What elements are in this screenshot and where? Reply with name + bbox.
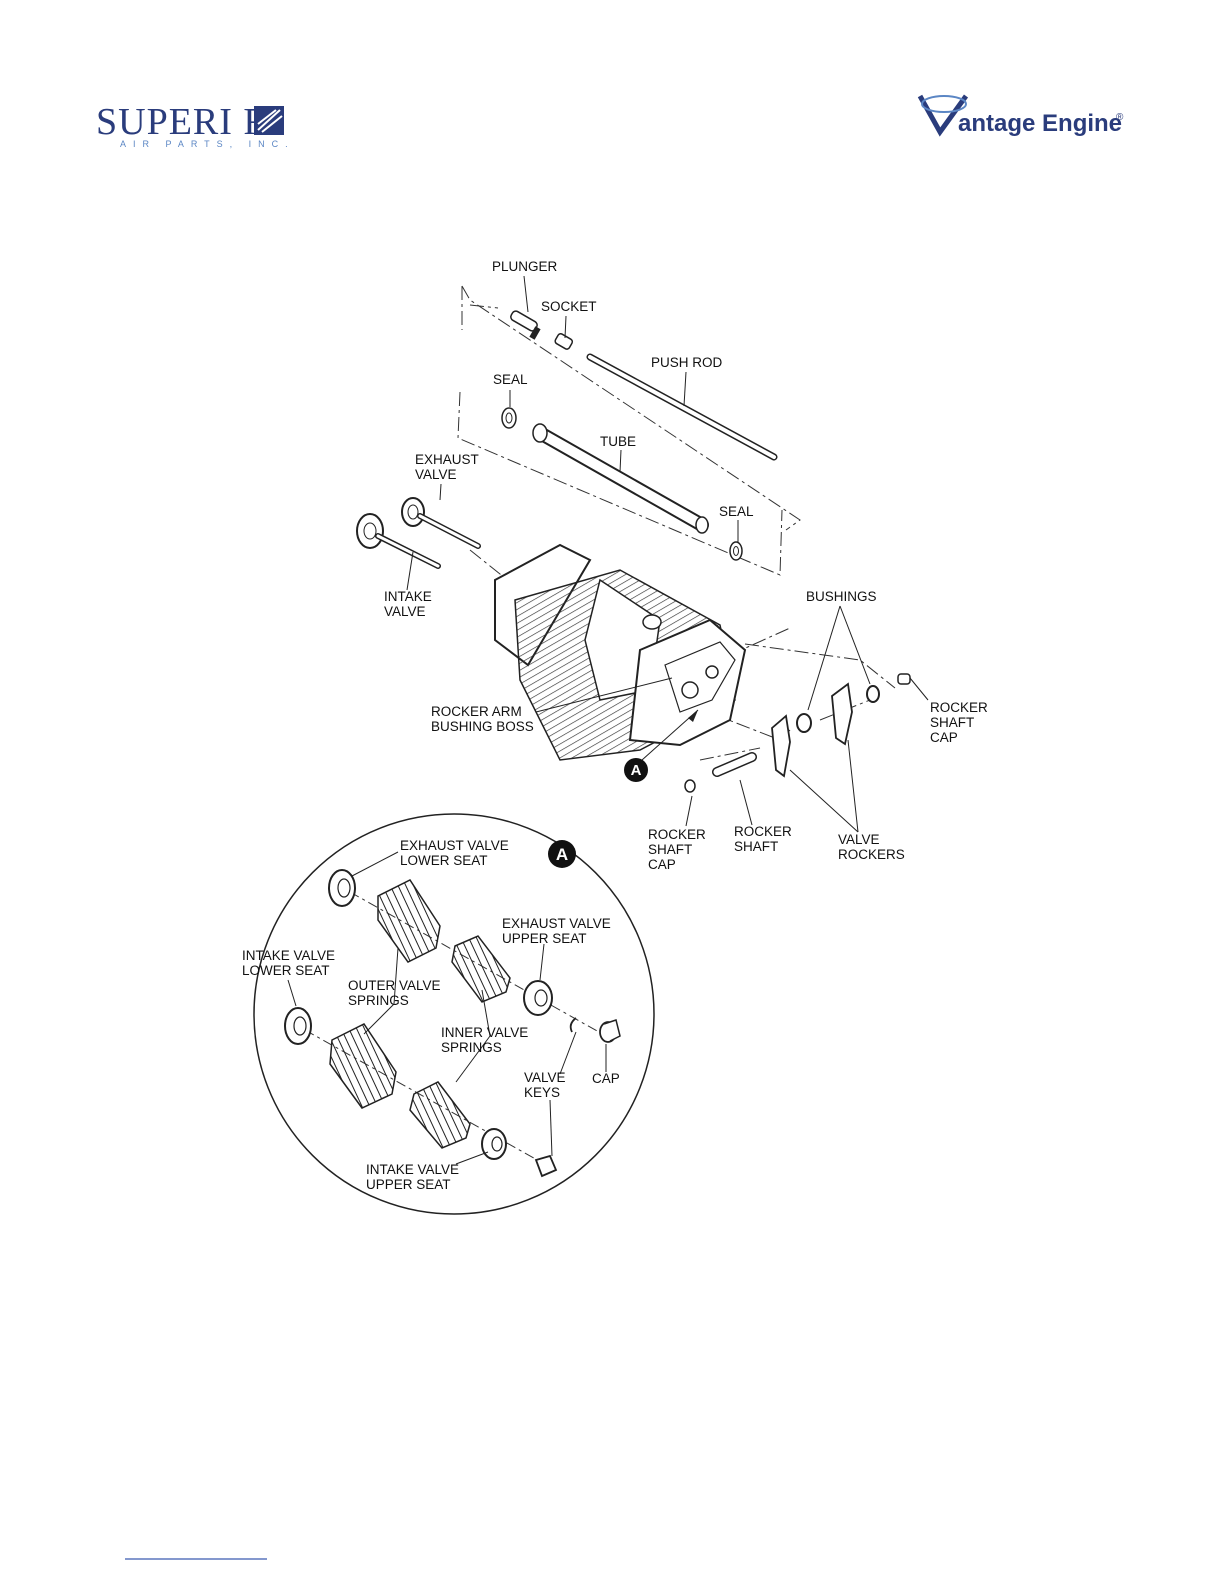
exhaust-valve-upper-seat-part (523, 980, 553, 1016)
label-rocker-shaft-cap-right-3: CAP (930, 730, 958, 745)
superior-logo-o-icon (254, 106, 284, 135)
label-seal-top: SEAL (493, 372, 528, 387)
label-push-rod: PUSH ROD (651, 355, 723, 370)
label-valve-rockers-1: VALVE (838, 832, 880, 847)
plunger-part (510, 310, 541, 340)
rocker-shaft-cap-right-part (897, 673, 911, 685)
outer-valve-spring-exhaust-part (377, 879, 441, 963)
push-rod-part (586, 353, 778, 461)
valve-rocker-left-part (771, 714, 791, 778)
label-socket: SOCKET (541, 299, 597, 314)
vantage-logo: antage Engine ® (917, 94, 1124, 137)
cylinder-assembly (494, 543, 747, 761)
intake-valve-part (356, 513, 441, 569)
label-intake-lower-seat-1: INTAKE VALVE (242, 948, 335, 963)
exhaust-valve-part (401, 497, 481, 549)
label-rocker-shaft-1: ROCKER (734, 824, 792, 839)
cap-part (599, 1019, 621, 1043)
label-intake-upper-seat-1: INTAKE VALVE (366, 1162, 459, 1177)
label-rocker-shaft-cap-right-1: ROCKER (930, 700, 988, 715)
label-seal-right: SEAL (719, 504, 754, 519)
label-exhaust-lower-seat-2: LOWER SEAT (400, 853, 488, 868)
label-exhaust-upper-seat-2: UPPER SEAT (502, 931, 587, 946)
label-plunger: PLUNGER (492, 259, 558, 274)
bushing-right-part (866, 685, 880, 703)
inner-valve-spring-exhaust-part (451, 935, 511, 1003)
label-cap: CAP (592, 1071, 620, 1086)
label-rocker-arm-2: BUSHING BOSS (431, 719, 534, 734)
label-rocker-shaft-2: SHAFT (734, 839, 778, 854)
tube-part (532, 423, 709, 534)
detail-a-view: A (242, 813, 655, 1215)
seal-right-part (729, 541, 743, 561)
label-rocker-shaft-cap-left-3: CAP (648, 857, 676, 872)
inner-valve-spring-intake-part (409, 1081, 471, 1149)
label-valve-rockers-2: ROCKERS (838, 847, 905, 862)
label-intake-valve-1: INTAKE (384, 589, 432, 604)
label-tube: TUBE (600, 434, 636, 449)
intake-valve-lower-seat-part (284, 1007, 312, 1045)
label-intake-upper-seat-2: UPPER SEAT (366, 1177, 451, 1192)
label-outer-springs-2: SPRINGS (348, 993, 409, 1008)
exhaust-valve-lower-seat-part (328, 869, 356, 907)
leader-lines-detail (287, 851, 607, 1165)
label-outer-springs-1: OUTER VALVE (348, 978, 441, 993)
label-rocker-shaft-cap-left-2: SHAFT (648, 842, 692, 857)
valve-rocker-right-part (831, 682, 853, 746)
vantage-logo-v-icon (917, 94, 969, 137)
callout-a-main: A (624, 758, 648, 782)
label-valve-keys-1: VALVE (524, 1070, 566, 1085)
outer-valve-spring-intake-part (329, 1023, 397, 1109)
label-exhaust-lower-seat-1: EXHAUST VALVE (400, 838, 509, 853)
vantage-registered-mark: ® (1116, 112, 1124, 123)
callout-a-main-text: A (631, 762, 642, 779)
label-inner-springs-2: SPRINGS (441, 1040, 502, 1055)
callout-a-detail-text: A (556, 845, 568, 864)
valve-key-upper-part (569, 1017, 577, 1033)
rocker-shaft-cap-left-part (684, 779, 696, 793)
label-valve-keys-2: KEYS (524, 1085, 560, 1100)
label-rocker-shaft-cap-left-1: ROCKER (648, 827, 706, 842)
top-labels: PLUNGER SOCKET PUSH ROD SEAL TUBE EXHAUS… (384, 259, 988, 872)
detail-a-border (253, 813, 655, 1215)
superior-logo-text: SUPERI R (96, 101, 270, 143)
rocker-shaft-part (712, 752, 757, 777)
detail-labels: EXHAUST VALVE LOWER SEAT EXHAUST VALVE U… (242, 838, 620, 1192)
leader-lines-top (406, 275, 929, 833)
seal-top-part (501, 407, 517, 429)
valve-key-lower-part (534, 1154, 558, 1178)
intake-valve-upper-seat-part (481, 1128, 507, 1160)
label-exhaust-valve-2: VALVE (415, 467, 457, 482)
vantage-logo-text: antage Engine (958, 110, 1122, 137)
socket-part (554, 333, 574, 350)
label-rocker-shaft-cap-right-2: SHAFT (930, 715, 974, 730)
label-inner-springs-1: INNER VALVE (441, 1025, 528, 1040)
label-exhaust-upper-seat-1: EXHAUST VALVE (502, 916, 611, 931)
label-exhaust-valve-1: EXHAUST (415, 452, 479, 467)
label-intake-valve-2: VALVE (384, 604, 426, 619)
label-rocker-arm-1: ROCKER ARM (431, 704, 522, 719)
bushing-left-part (796, 713, 812, 733)
superior-logo-subtitle: AIR PARTS, INC. (120, 139, 295, 149)
label-intake-lower-seat-2: LOWER SEAT (242, 963, 330, 978)
callout-a-detail: A (548, 840, 576, 868)
superior-logo: SUPERI R AIR PARTS, INC. (96, 101, 295, 149)
label-bushings: BUSHINGS (806, 589, 877, 604)
